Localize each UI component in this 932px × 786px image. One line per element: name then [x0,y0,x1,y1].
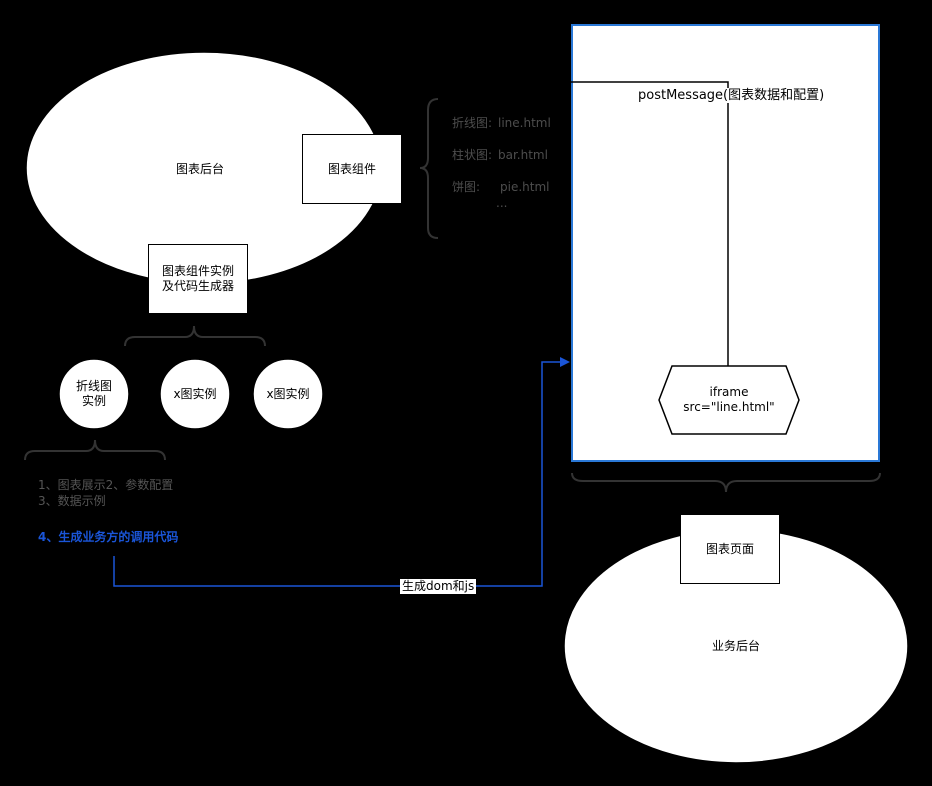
instance-circle-x2 [252,358,324,430]
instance-circle-line [58,358,130,430]
file-pie-name: 饼图: [452,180,481,194]
feature-line-4: 4、生成业务方的调用代码 [38,530,179,544]
instance-label-x2: x图实例 [266,387,310,401]
chart-page-box: 图表页面 [680,514,780,584]
instance-generator-box: 图表组件实例 及代码生成器 [148,244,248,314]
iframe-hexagon [658,365,800,435]
post-message-connector [499,81,729,366]
backend-label: 图表后台 [175,162,224,176]
instance-circle-x1 [159,358,231,430]
file-pie-file: pie.html [500,180,550,194]
file-line-file: line.html [498,116,551,130]
feature-line-2: 3、数据示例 [38,494,106,508]
instance-label-line: 折线图 实例 [75,379,112,408]
post-message-arrowhead [493,94,507,110]
generate-arrow-label: 生成dom和js [400,579,477,594]
business-label: 业务后台 [711,639,760,653]
generate-arrow [113,357,570,587]
file-list-brace [419,98,439,239]
file-line-name: 折线图: [452,116,493,130]
chart-component-box: 图表组件 [302,134,402,204]
iframe-label: iframe src="line.html" [683,385,775,414]
feature-line-1: 1、图表展示2、参数配置 [38,478,174,492]
instance-label-x1: x图实例 [173,387,217,401]
features-brace [24,439,166,461]
file-bar-name: 柱状图: [452,148,493,162]
instances-brace [124,325,266,347]
post-message-label: postMessage(图表数据和配置) [636,88,827,103]
file-bar-file: bar.html [498,148,548,162]
panel-brace [571,472,881,493]
file-more: ... [496,196,508,210]
